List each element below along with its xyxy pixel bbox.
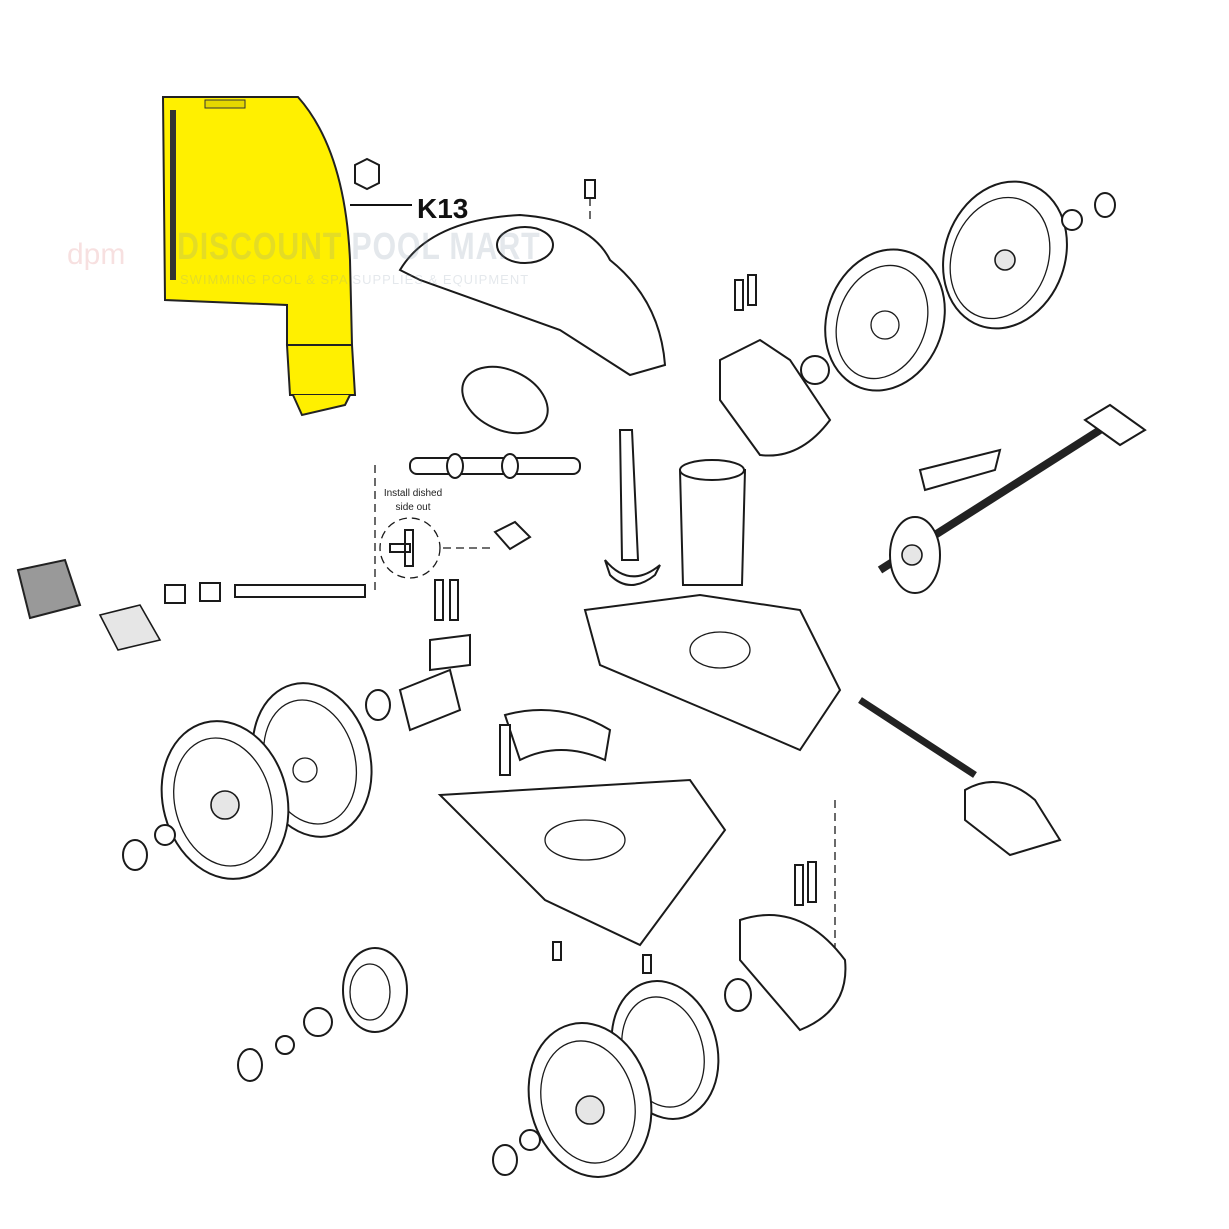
side-bracket-top — [719, 338, 832, 457]
top-cover — [398, 213, 667, 377]
install-note-line-1: Install dished — [383, 488, 443, 499]
hose-connector — [409, 453, 581, 479]
highlighted-part-k13[interactable] — [161, 96, 357, 417]
filter-sponge — [16, 558, 82, 620]
hub-cap-screw — [122, 839, 148, 871]
wheel-bottom-outer — [527, 1022, 653, 1178]
screw — [584, 179, 596, 199]
bottom-skirt — [437, 778, 727, 947]
drive-gear — [889, 516, 941, 594]
install-note-line-2: side out — [395, 502, 431, 513]
washer — [1061, 209, 1083, 231]
wheel-left-outer — [160, 720, 290, 880]
bearing — [800, 355, 830, 385]
small-bushing — [354, 157, 380, 191]
part-callout-label: K13 — [417, 193, 469, 224]
watermark-title: DISCOUNT POOL MART — [177, 226, 541, 268]
turbine-housing — [678, 469, 747, 586]
rear-bracket — [964, 781, 1062, 857]
main-body-chassis — [583, 593, 842, 752]
swivel-shaft — [234, 584, 366, 598]
screw-cap — [1094, 192, 1116, 218]
gear-wheel-small — [342, 947, 408, 1033]
dished-washer — [389, 529, 414, 567]
float — [461, 365, 549, 435]
wheel-top-center — [824, 248, 946, 392]
install-note: Install dished side out — [368, 487, 458, 515]
watermark-subtitle: SWIMMING POOL & SPA SUPPLIES & EQUIPMENT — [180, 272, 530, 287]
inlet-tube — [98, 604, 162, 651]
clip — [918, 448, 1002, 492]
hose-elbow — [503, 709, 612, 762]
side-bracket-bottom — [739, 914, 847, 1032]
wheel-top-right — [942, 180, 1068, 330]
watermark-logo: dpm — [67, 238, 126, 271]
pivot-post — [618, 429, 640, 561]
left-axle-mount — [398, 668, 462, 732]
dashed-detail-circle — [379, 517, 441, 579]
axle-bracket — [1083, 403, 1147, 447]
